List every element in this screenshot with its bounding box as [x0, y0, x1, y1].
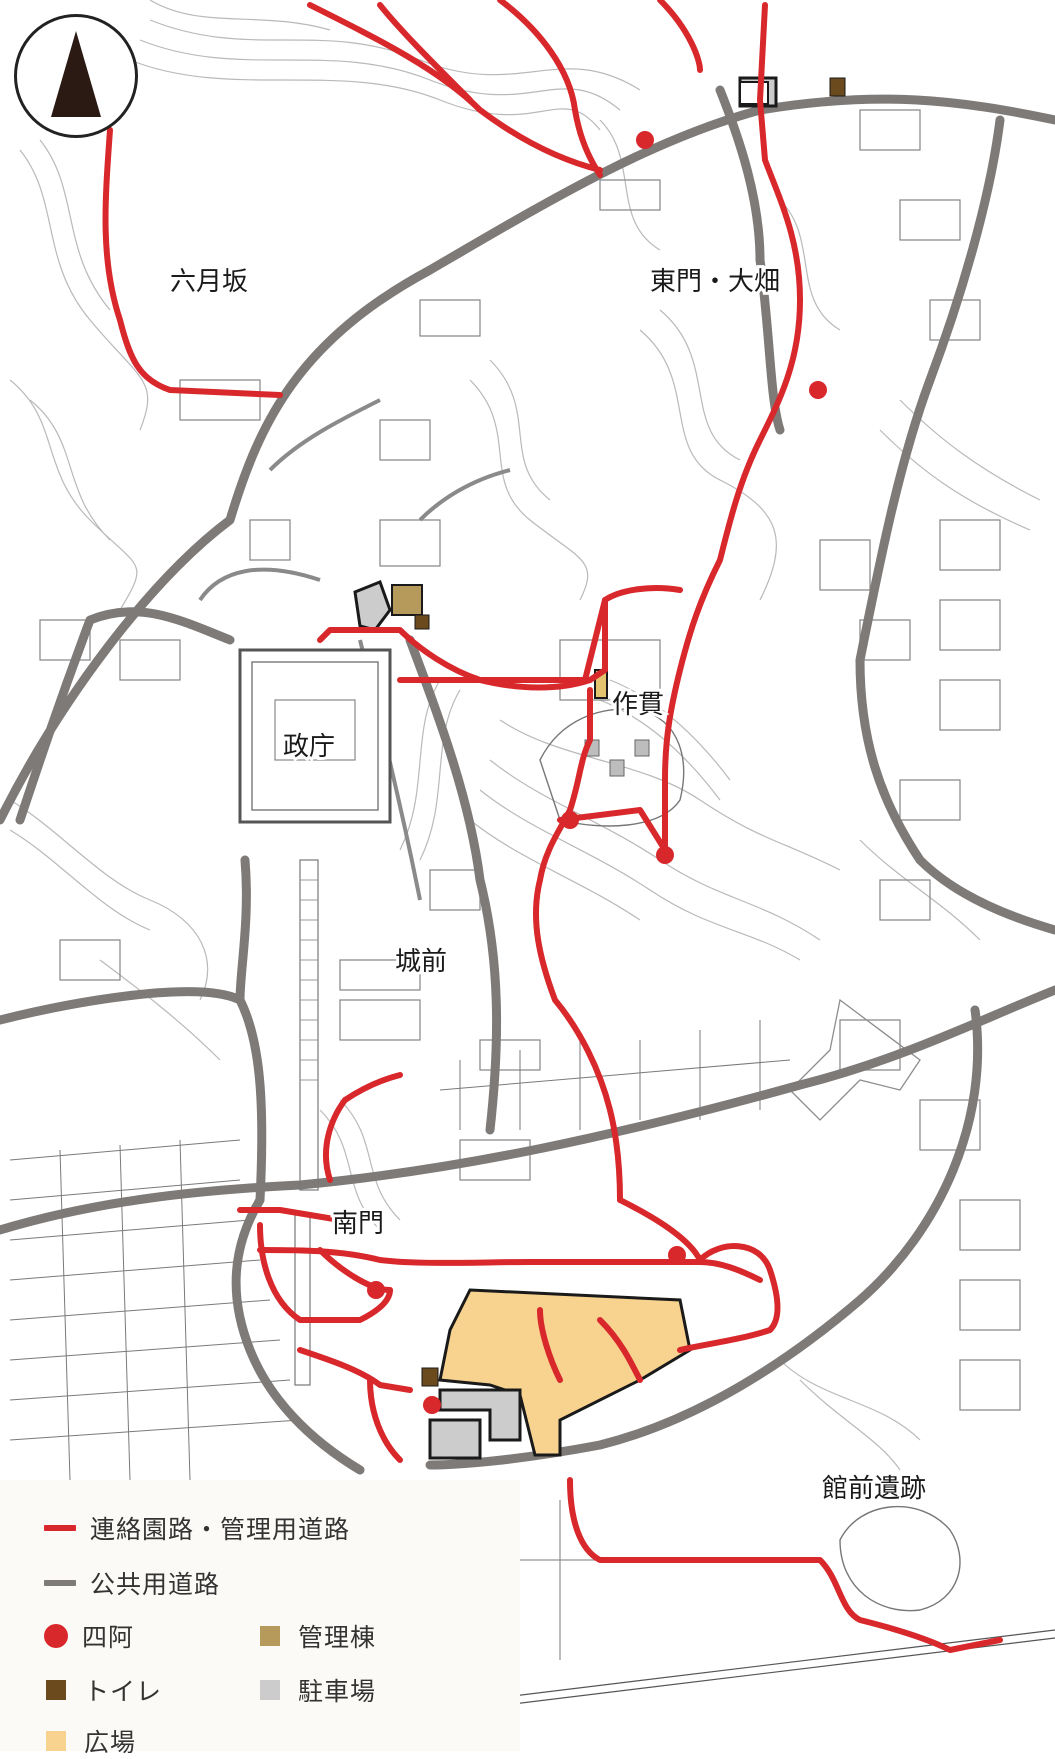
pavilion-marker [656, 846, 674, 864]
area-label-higashimon-ohata: 東門・大畑 [650, 267, 780, 297]
connecting-paths [102, 0, 1003, 1653]
legend-toilet: トイレ [46, 1672, 162, 1708]
area-labels: 六月坂 東門・大畑 政庁 作貫 城前 南門 館前遺跡 [167, 264, 929, 1507]
legend-parking: 駐車場 [260, 1672, 376, 1708]
pavilions [367, 131, 827, 1414]
legend-plaza: 広場 [46, 1723, 136, 1759]
legend-label: トイレ [84, 1677, 163, 1706]
sakunuki-site-outline [539, 708, 685, 827]
toilets [414, 77, 846, 1387]
legend-label: 四阿 [82, 1623, 135, 1652]
area-label-rokugatsuzaka: 六月坂 [170, 267, 248, 297]
legend-label: 駐車場 [298, 1677, 377, 1706]
legend-red-line-symbol [44, 1525, 76, 1531]
north-arrow-icon [51, 31, 101, 117]
legend-label: 管理棟 [298, 1623, 377, 1652]
public-roads [0, 85, 1055, 1475]
pavilion-marker [561, 811, 579, 829]
pavilion-marker [423, 1396, 441, 1414]
area-label-minamimon: 南門 [332, 1209, 384, 1239]
north-arrow [14, 14, 138, 138]
legend-grey-line-symbol [44, 1580, 76, 1586]
legend-pavilion: 四阿 [44, 1618, 134, 1654]
legend-management-building: 管理棟 [260, 1618, 376, 1654]
legend-management-symbol [260, 1626, 280, 1646]
pavilion-marker [636, 131, 654, 149]
legend-label: 連絡園路・管理用道路 [90, 1515, 351, 1544]
tatemae-site-outline [839, 1505, 961, 1612]
pavilion-marker [367, 1281, 385, 1299]
map-legend: 連絡園路・管理用道路 公共用道路 四阿 管理棟 トイレ 駐車場 広場 [0, 1480, 520, 1757]
legend-toilet-symbol [46, 1680, 66, 1700]
legend-public-road: 公共用道路 [44, 1565, 220, 1601]
plaza-area [438, 1288, 692, 1457]
area-label-seicho: 政庁 [283, 732, 335, 762]
pavilion-marker [809, 381, 827, 399]
pavilion-marker [668, 1246, 686, 1264]
legend-plaza-symbol [46, 1731, 66, 1751]
area-label-tatemae-iseki: 館前遺跡 [822, 1474, 926, 1504]
legend-parking-symbol [260, 1680, 280, 1700]
seicho-compound [238, 648, 392, 1386]
area-label-jozen: 城前 [395, 947, 447, 977]
legend-connecting-path: 連絡園路・管理用道路 [44, 1510, 350, 1546]
legend-pavilion-symbol [44, 1624, 68, 1648]
building-outlines [39, 109, 1021, 1411]
legend-label: 広場 [84, 1728, 137, 1757]
legend-label: 公共用道路 [90, 1570, 221, 1599]
area-label-sakunuki: 作貫 [612, 690, 664, 720]
